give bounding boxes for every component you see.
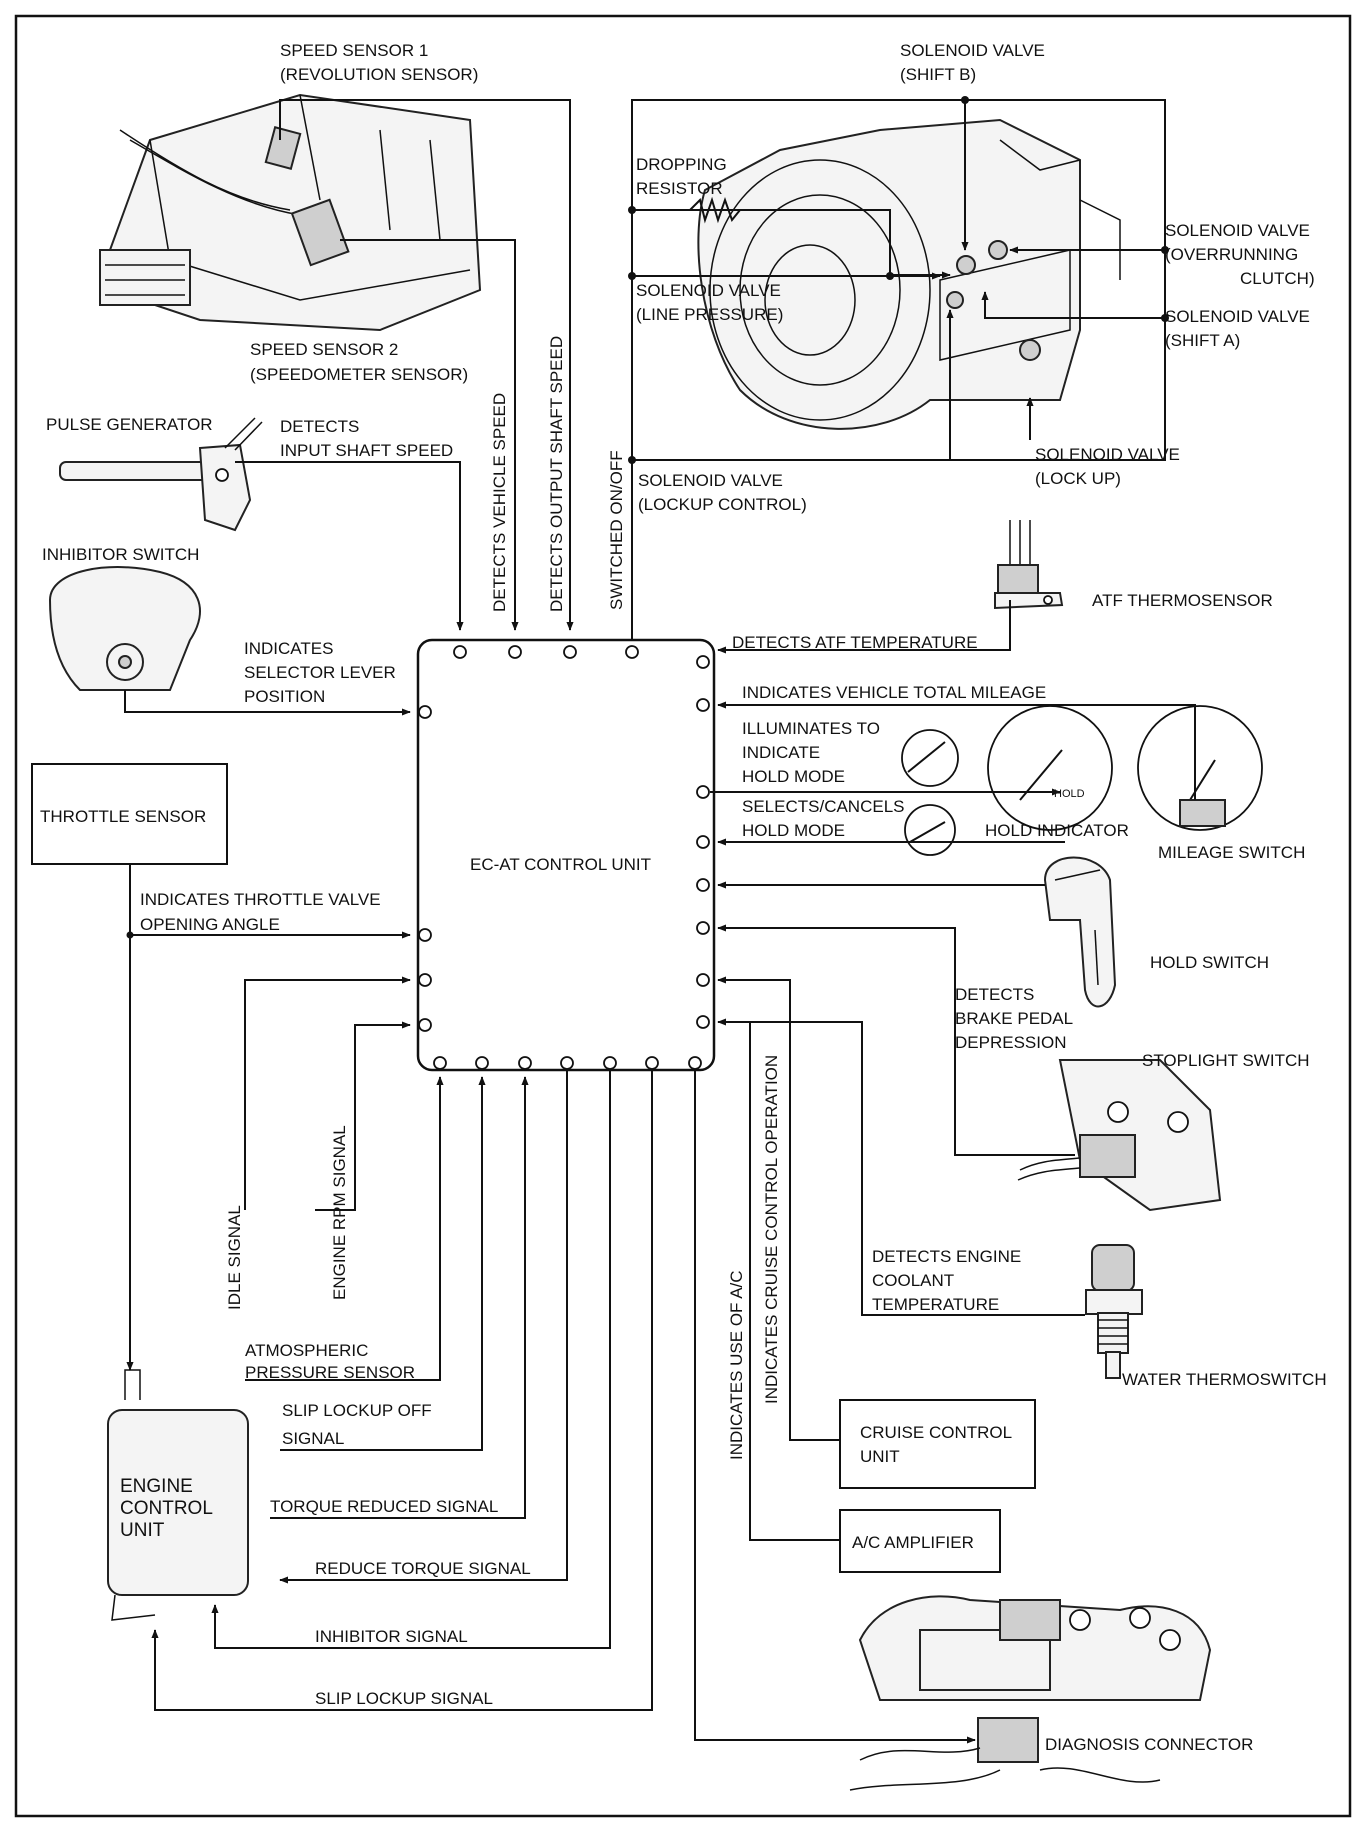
throttle-angle-label-2: OPENING ANGLE — [140, 915, 280, 934]
illuminates-label-2: INDICATE — [742, 743, 820, 762]
hold-indicator-label: HOLD INDICATOR — [985, 821, 1129, 840]
atf-thermosensor-label: ATF THERMOSENSOR — [1092, 591, 1273, 610]
solenoid-shift-a-sub: (SHIFT A) — [1165, 331, 1240, 350]
solenoid-lockup-control-sub: (LOCKUP CONTROL) — [638, 495, 807, 514]
selector-label-1: INDICATES — [244, 639, 333, 658]
engine-control-unit — [107, 1369, 249, 1621]
speed-sensor-2-sub: (SPEEDOMETER SENSOR) — [250, 365, 468, 384]
diagnosis-connector-label: DIAGNOSIS CONNECTOR — [1045, 1735, 1253, 1754]
hold-switch-label: HOLD SWITCH — [1150, 953, 1269, 972]
slip-lockup-off-label-2: SIGNAL — [282, 1429, 344, 1448]
selector-label-2: SELECTOR LEVER — [244, 663, 396, 682]
torque-reduced-label: TORQUE REDUCED SIGNAL — [270, 1497, 498, 1516]
page-frame — [14, 14, 1352, 1818]
solenoid-lockup-control-label: SOLENOID VALVE — [638, 471, 783, 490]
selector-label-3: POSITION — [244, 687, 325, 706]
brake-label-1: DETECTS — [955, 985, 1034, 1004]
detects-output-shaft-label: DETECTS OUTPUT SHAFT SPEED — [547, 336, 566, 612]
atf-thermosensor-illustration — [994, 520, 1064, 610]
inhibitor-switch-label: INHIBITOR SWITCH — [42, 545, 199, 564]
solenoid-lock-up-label: SOLENOID VALVE — [1035, 445, 1180, 464]
cruise-unit-label-2: UNIT — [860, 1447, 900, 1466]
detects-vehicle-speed-label: DETECTS VEHICLE SPEED — [490, 393, 509, 612]
mileage-switch-label: MILEAGE SWITCH — [1158, 843, 1305, 862]
throttle-angle-label-1: INDICATES THROTTLE VALVE — [140, 890, 381, 909]
solenoid-line-pressure-label: SOLENOID VALVE — [636, 281, 781, 300]
cruise-unit-label-1: CRUISE CONTROL — [860, 1423, 1012, 1442]
coolant-label-2: COOLANT — [872, 1271, 954, 1290]
solenoid-overrunning-sub-1: (OVERRUNNING — [1165, 245, 1298, 264]
throttle-sensor-label: THROTTLE SENSOR — [40, 807, 206, 826]
selects-label-1: SELECTS/CANCELS — [742, 797, 905, 816]
speed-sensor-2-label: SPEED SENSOR 2 — [250, 340, 398, 359]
cruise-operation-label: INDICATES CRUISE CONTROL OPERATION — [762, 1055, 781, 1404]
indicates-mileage-label: INDICATES VEHICLE TOTAL MILEAGE — [742, 683, 1046, 702]
dropping-resistor-label-2: RESISTOR — [636, 179, 723, 198]
detects-input-label-2: INPUT SHAFT SPEED — [280, 441, 453, 460]
idle-signal-label: IDLE SIGNAL — [225, 1205, 244, 1310]
hold-switch-illustration — [1043, 856, 1117, 1008]
water-thermoswitch-label: WATER THERMOSWITCH — [1122, 1370, 1327, 1389]
hold-gauge-label: HOLD — [1054, 788, 1085, 800]
dropping-resistor-label-1: DROPPING — [636, 155, 727, 174]
coolant-label-3: TEMPERATURE — [872, 1295, 999, 1314]
signal-lines — [124, 96, 1196, 1744]
engine-cu-label-2: CONTROL — [120, 1498, 213, 1519]
reduce-torque-label: REDUCE TORQUE SIGNAL — [315, 1559, 531, 1578]
solenoid-overrunning-label: SOLENOID VALVE — [1165, 221, 1310, 240]
detects-atf-temp-label: DETECTS ATF TEMPERATURE — [732, 633, 978, 652]
hold-indicator-gauges: HOLD — [901, 705, 1263, 856]
coolant-label-1: DETECTS ENGINE — [872, 1247, 1021, 1266]
engine-cu-label-3: UNIT — [120, 1520, 165, 1541]
throttle-sensor-box — [31, 763, 228, 865]
atmospheric-label-2: PRESSURE SENSOR — [245, 1363, 415, 1382]
inhibitor-signal-label: INHIBITOR SIGNAL — [315, 1627, 468, 1646]
cruise-control-unit-box — [839, 1399, 1036, 1489]
pulse-generator-label: PULSE GENERATOR — [46, 415, 213, 434]
speed-sensor-1-sub: (REVOLUTION SENSOR) — [280, 65, 478, 84]
ac-amplifier-label: A/C AMPLIFIER — [852, 1533, 974, 1552]
switched-on-off-label: SWITCHED ON/OFF — [607, 450, 626, 610]
solenoid-shift-b-label: SOLENOID VALVE — [900, 41, 1045, 60]
ac-amplifier-box — [839, 1509, 1001, 1573]
pulse-generator-illustration — [59, 417, 263, 532]
engine-rpm-signal-label: ENGINE RPM SIGNAL — [330, 1125, 349, 1300]
illuminates-label-3: HOLD MODE — [742, 767, 845, 786]
illuminates-label-1: ILLUMINATES TO — [742, 719, 880, 738]
solenoid-line-pressure-sub: (LINE PRESSURE) — [636, 305, 783, 324]
atmospheric-label-1: ATMOSPHERIC — [245, 1341, 368, 1360]
use-of-ac-label: INDICATES USE OF A/C — [727, 1270, 746, 1460]
transmission-sensor-illustration — [99, 93, 482, 332]
selects-label-2: HOLD MODE — [742, 821, 845, 840]
inhibitor-switch-illustration — [48, 566, 201, 691]
engine-cu-label-1: ENGINE — [120, 1476, 193, 1497]
ecat-unit-label: EC-AT CONTROL UNIT — [470, 855, 651, 874]
stoplight-switch-illustration — [1017, 1059, 1222, 1212]
solenoid-shift-a-label: SOLENOID VALVE — [1165, 307, 1310, 326]
brake-label-2: BRAKE PEDAL — [955, 1009, 1073, 1028]
solenoid-shift-b-sub: (SHIFT B) — [900, 65, 976, 84]
slip-lockup-off-label-1: SLIP LOCKUP OFF — [282, 1401, 432, 1420]
water-thermoswitch-illustration — [1085, 1244, 1143, 1379]
brake-label-3: DEPRESSION — [955, 1033, 1066, 1052]
solenoid-overrunning-sub-2: CLUTCH) — [1240, 269, 1315, 288]
detects-input-label-1: DETECTS — [280, 417, 359, 436]
speed-sensor-1-label: SPEED SENSOR 1 — [280, 41, 428, 60]
ecat-terminals — [418, 645, 710, 1070]
stoplight-switch-label: STOPLIGHT SWITCH — [1142, 1051, 1310, 1070]
engine-bay-illustration — [849, 1595, 1212, 1791]
solenoid-lock-up-sub: (LOCK UP) — [1035, 469, 1121, 488]
slip-lockup-signal-label: SLIP LOCKUP SIGNAL — [315, 1689, 493, 1708]
